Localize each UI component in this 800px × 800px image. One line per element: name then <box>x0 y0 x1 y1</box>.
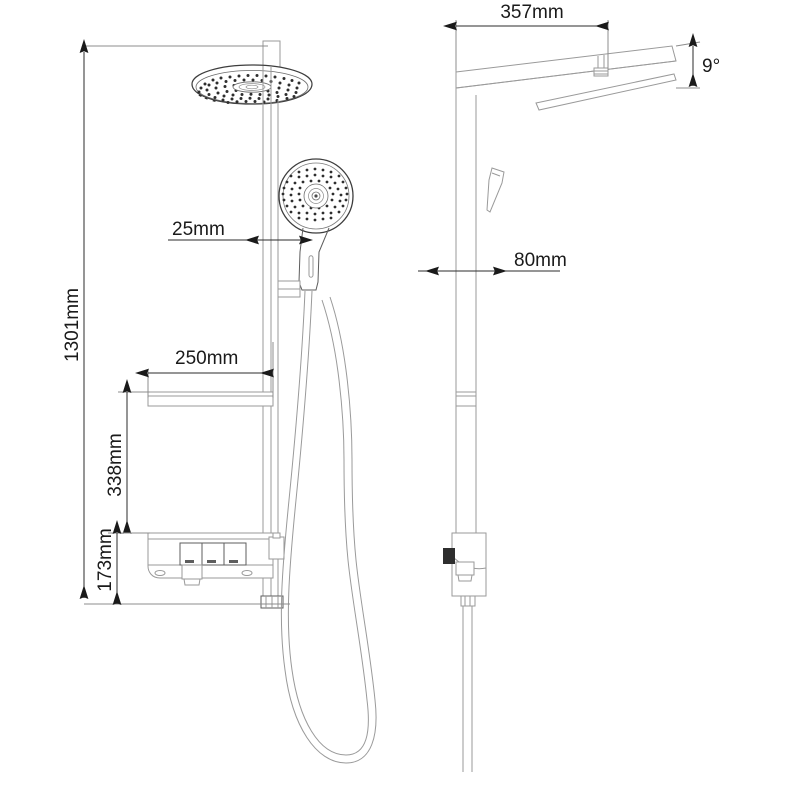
dimension-shelf-to-valve: 338mm <box>105 379 150 534</box>
dimension-label-shelf-to-valve: 338mm <box>105 433 126 496</box>
side-riser-column <box>455 88 477 533</box>
hose-connector <box>260 595 284 609</box>
dimension-label-arm-angle: 9° <box>702 56 720 77</box>
dimension-shelf-width: 250mm <box>135 342 274 398</box>
hand-shower-holder-side <box>486 167 505 213</box>
riser-rail <box>262 66 279 606</box>
shelf-side <box>455 391 477 407</box>
hand-shower <box>278 158 354 291</box>
ceiling-feed-stub <box>262 40 281 68</box>
dimension-label-shelf-width: 250mm <box>175 348 238 369</box>
dimension-arm-projection: 357mm <box>443 2 609 70</box>
dimension-overall-height: 1301mm <box>62 39 290 605</box>
shelf <box>147 391 274 407</box>
hand-shower-holder-bracket <box>277 280 301 298</box>
hand-shower-spray-pattern <box>281 167 349 222</box>
rain-head-spray-pattern <box>197 74 301 104</box>
dimension-label-valve-height: 173mm <box>95 528 116 591</box>
thermostatic-valve-body <box>147 532 274 586</box>
arm-head-connector <box>593 55 609 77</box>
thermostatic-valve-body-side <box>443 532 487 597</box>
dimension-label-wall-depth: 80mm <box>514 250 567 271</box>
dimension-label-hand-shower-offset: 25mm <box>172 219 225 240</box>
dimension-valve-height: 173mm <box>95 520 290 605</box>
dimension-label-overall-height: 1301mm <box>62 288 83 362</box>
dimension-hand-shower-offset: 25mm <box>168 219 313 245</box>
rain-shower-head <box>191 64 313 105</box>
rain-shower-head-side <box>535 73 677 111</box>
dimension-wall-depth: 80mm <box>418 250 567 276</box>
front-elevation-view: 1301mm 25mm 250mm 338mm <box>62 39 377 764</box>
hose-stub-side <box>460 595 476 772</box>
shower-arm <box>455 45 677 89</box>
shower-hose <box>280 290 377 764</box>
hose-wall-outlet <box>268 532 285 560</box>
side-elevation-view: 357mm 9° 80mm <box>418 2 720 772</box>
dimension-label-arm-projection: 357mm <box>500 2 563 23</box>
dimension-arm-angle: 9° <box>675 33 720 89</box>
